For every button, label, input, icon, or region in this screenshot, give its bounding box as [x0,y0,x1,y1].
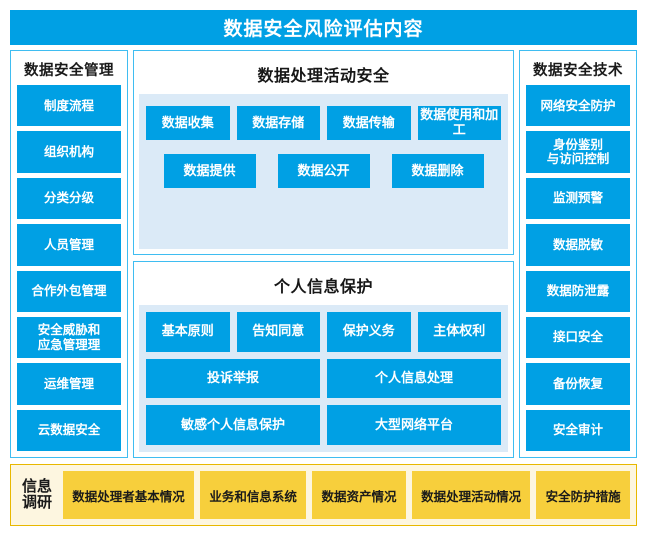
right-column-title: 数据安全技术 [533,63,623,79]
survey-bar-items: 数据处理者基本情况 业务和信息系统 数据资产情况 数据处理活动情况 安全防护措施 [63,471,630,519]
processing-item-6[interactable]: 数据删除 [391,154,484,188]
personal-item-1[interactable]: 告知同意 [236,312,320,352]
data-processing-panel-body: 数据收集 数据存储 数据传输 数据使用和加工 数据提供 数据公开 数据删除 [139,94,508,249]
survey-bar-label: 信息 调研 [21,477,52,511]
right-column-items: 网络安全防护 身份鉴别 与访问控制 监测预警 数据脱敏 数据防泄露 接口安全 备… [526,85,630,451]
left-item-4[interactable]: 合作外包管理 [17,270,121,312]
personal-info-row-2: 投诉举报 个人信息处理 [146,358,501,399]
survey-item-0[interactable]: 数据处理者基本情况 [63,471,195,519]
left-item-1[interactable]: 组织机构 [17,131,121,173]
processing-item-5[interactable]: 数据公开 [277,154,370,188]
processing-item-0[interactable]: 数据收集 [146,106,230,140]
left-column-panel: 数据安全管理 制度流程 组织机构 分类分级 人员管理 合作外包管理 安全威胁和 … [10,50,128,458]
personal-item-4[interactable]: 投诉举报 [146,358,320,399]
processing-item-1[interactable]: 数据存储 [236,106,320,140]
survey-item-1[interactable]: 业务和信息系统 [200,471,307,519]
personal-item-0[interactable]: 基本原则 [146,312,230,352]
right-item-7[interactable]: 安全审计 [526,409,630,451]
left-item-2[interactable]: 分类分级 [17,177,121,220]
right-item-6[interactable]: 备份恢复 [526,363,630,405]
personal-info-row-1: 基本原则 告知同意 保护义务 主体权利 [146,312,501,352]
right-item-0[interactable]: 网络安全防护 [526,85,630,127]
personal-info-row-3: 敏感个人信息保护 大型网络平台 [146,405,501,446]
personal-info-panel-body: 基本原则 告知同意 保护义务 主体权利 投诉举报 个人信息处理 敏感个人信息保护… [139,305,508,452]
page-title: 数据安全风险评估内容 [10,10,637,45]
personal-item-2[interactable]: 保护义务 [327,312,411,352]
personal-info-panel: 个人信息保护 基本原则 告知同意 保护义务 主体权利 投诉举报 个人信息处理 敏… [133,261,514,458]
right-item-5[interactable]: 接口安全 [526,316,630,359]
data-processing-panel-title: 数据处理活动安全 [257,68,390,85]
survey-item-3[interactable]: 数据处理活动情况 [411,471,531,519]
data-processing-row-1: 数据收集 数据存储 数据传输 数据使用和加工 [146,106,501,140]
data-processing-row-2: 数据提供 数据公开 数据删除 [146,154,501,188]
personal-item-6[interactable]: 敏感个人信息保护 [146,405,320,446]
left-item-3[interactable]: 人员管理 [17,224,121,266]
right-item-4[interactable]: 数据防泄露 [526,270,630,312]
data-processing-panel: 数据处理活动安全 数据收集 数据存储 数据传输 数据使用和加工 数据提供 数据公… [133,50,514,255]
survey-item-4[interactable]: 安全防护措施 [536,471,630,519]
right-item-1[interactable]: 身份鉴别 与访问控制 [526,131,630,173]
processing-item-2[interactable]: 数据传输 [327,106,411,140]
right-item-3[interactable]: 数据脱敏 [526,224,630,266]
personal-info-panel-title: 个人信息保护 [273,279,373,296]
left-column-items: 制度流程 组织机构 分类分级 人员管理 合作外包管理 安全威胁和 应急管理理 运… [17,85,121,451]
left-item-0[interactable]: 制度流程 [17,85,121,127]
left-item-5[interactable]: 安全威胁和 应急管理理 [17,316,121,359]
survey-bar: 信息 调研 数据处理者基本情况 业务和信息系统 数据资产情况 数据处理活动情况 … [10,464,637,526]
processing-item-4[interactable]: 数据提供 [163,154,256,188]
left-item-7[interactable]: 云数据安全 [17,409,121,451]
left-item-6[interactable]: 运维管理 [17,363,121,405]
right-item-2[interactable]: 监测预警 [526,177,630,220]
personal-item-7[interactable]: 大型网络平台 [327,405,501,446]
left-column-title: 数据安全管理 [24,63,114,79]
processing-item-3[interactable]: 数据使用和加工 [417,106,501,140]
center-column: 数据处理活动安全 数据收集 数据存储 数据传输 数据使用和加工 数据提供 数据公… [133,50,514,458]
right-column-panel: 数据安全技术 网络安全防护 身份鉴别 与访问控制 监测预警 数据脱敏 数据防泄露… [519,50,637,458]
personal-item-3[interactable]: 主体权利 [417,312,501,352]
personal-item-5[interactable]: 个人信息处理 [327,358,501,399]
main-columns: 数据安全管理 制度流程 组织机构 分类分级 人员管理 合作外包管理 安全威胁和 … [10,50,637,458]
survey-item-2[interactable]: 数据资产情况 [312,471,406,519]
